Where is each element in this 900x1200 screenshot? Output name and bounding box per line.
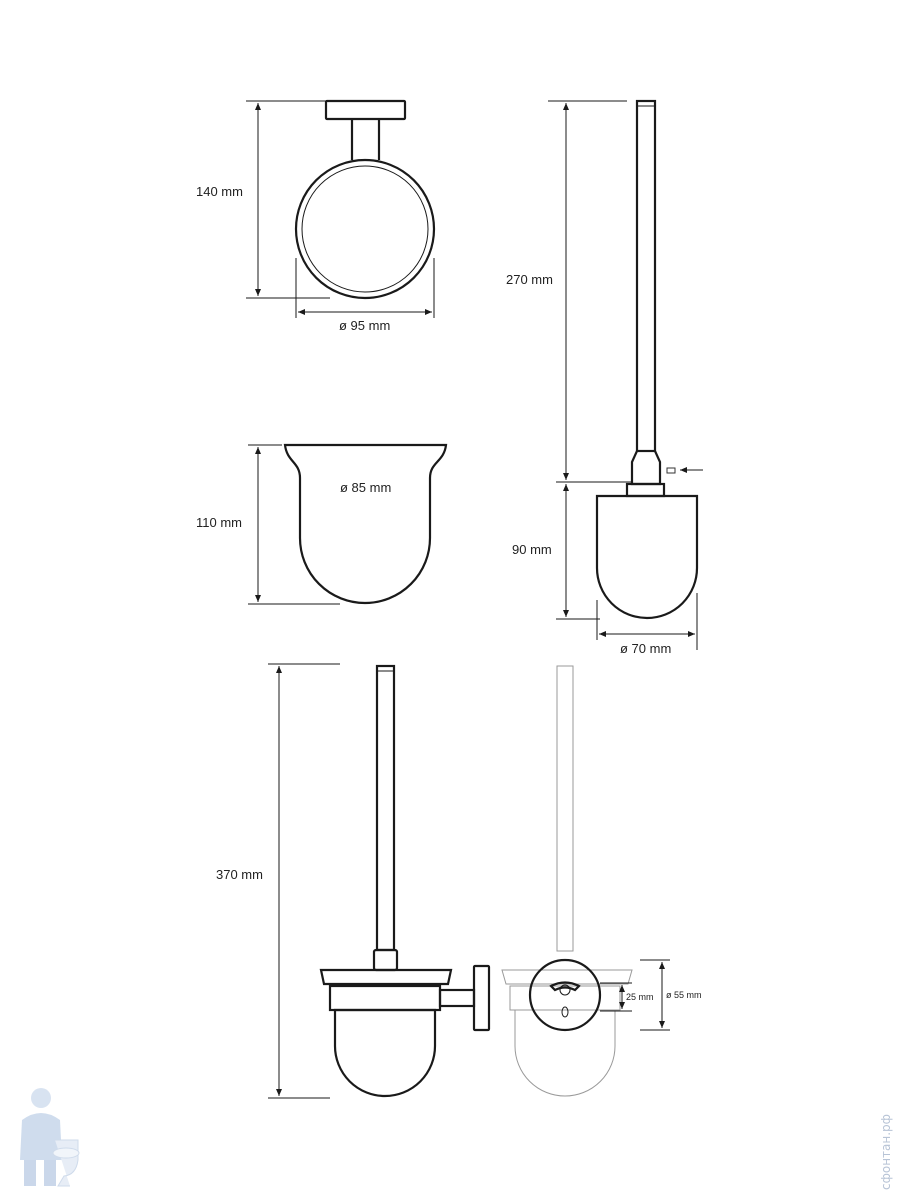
bowl-diameter-label: ø 85 mm — [340, 480, 391, 495]
glass-bowl-view: ø 85 mm 110 mm — [196, 443, 448, 605]
rosette-diameter-label: ø 55 mm — [666, 990, 702, 1000]
head-height-label: 90 mm — [512, 542, 552, 557]
total-height-label: 370 mm — [216, 867, 263, 882]
holder-ring-view: 140 mm ø 95 mm — [196, 99, 436, 333]
plumber-logo-icon — [20, 1088, 80, 1187]
assembly-front-view: 25 mm ø 55 mm — [501, 665, 702, 1097]
brush-view: 270 mm 90 mm ø 70 mm — [506, 99, 703, 656]
holder-diameter-label: ø 95 mm — [339, 318, 390, 333]
watermark-site-text: сфонтан.рф — [879, 1114, 893, 1190]
handle-length-label: 270 mm — [506, 272, 553, 287]
assembly-side-view: 370 mm — [216, 663, 491, 1099]
mount-height-label: 25 mm — [626, 992, 654, 1002]
bowl-height-label: 110 mm — [196, 515, 242, 530]
holder-height-label: 140 mm — [196, 184, 243, 199]
head-diameter-label: ø 70 mm — [620, 641, 671, 656]
